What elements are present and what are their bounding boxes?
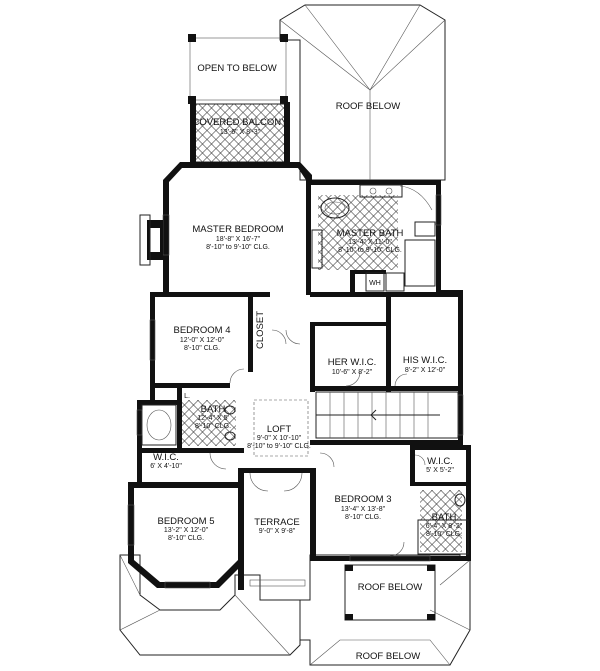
windows bbox=[127, 194, 464, 589]
label-bedroom4: BEDROOM 4 bbox=[173, 325, 230, 336]
label-closet: CLOSET bbox=[255, 311, 266, 349]
loft-railing bbox=[253, 399, 309, 457]
label-terrace: TERRACE bbox=[254, 517, 299, 528]
dim-bath-a: 12'-4" X 5' bbox=[197, 415, 229, 422]
clg-master-bedroom: 8'-10" to 9'-10" CLG. bbox=[206, 244, 270, 251]
dim-covered-balcony: 13'-6" X 8'-3" bbox=[220, 129, 261, 136]
dim-wic-left: 6' X 4'-10" bbox=[150, 463, 182, 470]
fireplace bbox=[139, 214, 163, 266]
bath-b-fixtures bbox=[417, 490, 469, 555]
clg-bedroom4: 8'-10" CLG. bbox=[184, 345, 220, 352]
label-bath-a: BATH bbox=[201, 404, 226, 415]
label-loft: LOFT bbox=[267, 424, 291, 435]
label-wic-right: W.I.C. bbox=[427, 456, 453, 467]
clg-master-bath: 8'-10" to 9'-10" CLG. bbox=[338, 247, 402, 254]
label-roof-below-top: ROOF BELOW bbox=[336, 101, 400, 112]
roof-below-mid-area bbox=[344, 564, 436, 621]
exterior-walls bbox=[128, 162, 471, 590]
label-wic-left: W.I.C. bbox=[153, 452, 179, 463]
dim-master-bedroom: 18'-8" X 16'-7" bbox=[216, 236, 261, 243]
dim-bath-b: 6'-4" X 8'-2" bbox=[426, 523, 463, 530]
label-her-wic: HER W.I.C. bbox=[328, 357, 377, 368]
roof-bottom bbox=[119, 554, 471, 666]
dim-terrace: 9'-0" X 9'-8" bbox=[259, 528, 296, 535]
label-bedroom3: BEDROOM 3 bbox=[334, 494, 391, 505]
open-to-below-area bbox=[188, 34, 288, 104]
dim-bedroom5: 13'-2" X 12'-0" bbox=[164, 527, 209, 534]
label-roof-below-bottom: ROOF BELOW bbox=[356, 651, 420, 662]
interior-walls bbox=[137, 270, 470, 486]
stair bbox=[315, 391, 459, 439]
label-master-bedroom: MASTER BEDROOM bbox=[192, 224, 283, 235]
dim-bedroom3: 13'-4" X 13'-8" bbox=[341, 506, 386, 513]
dim-his-wic: 8'-2" X 12'-0" bbox=[405, 367, 446, 374]
label-bedroom5: BEDROOM 5 bbox=[157, 516, 214, 527]
label-his-wic: HIS W.I.C. bbox=[403, 355, 447, 366]
dim-wic-right: 5' X 5'-2" bbox=[426, 467, 454, 474]
dim-her-wic: 10'-6" X 8'-2" bbox=[332, 369, 373, 376]
label-bath-b: BATH bbox=[432, 512, 457, 523]
label-covered-balcony: COVERED BALCONY bbox=[192, 117, 288, 128]
dim-master-bath: 13'-4" X 11'-0" bbox=[348, 239, 392, 246]
label-open-to-below: OPEN TO BELOW bbox=[197, 63, 276, 74]
clg-bath-b: 8'-10" CLG. bbox=[426, 531, 462, 538]
master-bath-fixtures bbox=[311, 184, 436, 292]
label-roof-below-mid: ROOF BELOW bbox=[358, 582, 422, 593]
covered-balcony-area bbox=[190, 102, 290, 168]
room-labels: OPEN TO BELOW ROOF BELOW COVERED BALCONY… bbox=[150, 63, 463, 662]
roof-top-right bbox=[279, 4, 446, 181]
dim-loft: 9'-0" X 10'-10" bbox=[257, 435, 302, 442]
clg-bath-a: 8'-10" CLG. bbox=[195, 423, 231, 430]
door-swings bbox=[209, 329, 426, 557]
clg-loft: 8'-10" to 9'-10" CLG. bbox=[247, 443, 311, 450]
bath-a-fixtures bbox=[141, 400, 236, 446]
dim-bedroom4: 12'-0" X 12'-0" bbox=[180, 337, 225, 344]
clg-bedroom3: 8'-10" CLG. bbox=[345, 514, 381, 521]
clg-bedroom5: 8'-10" CLG. bbox=[168, 535, 204, 542]
label-wh: WH bbox=[369, 280, 381, 287]
label-linen: L. bbox=[184, 393, 190, 400]
label-master-bath: MASTER BATH bbox=[337, 228, 404, 239]
